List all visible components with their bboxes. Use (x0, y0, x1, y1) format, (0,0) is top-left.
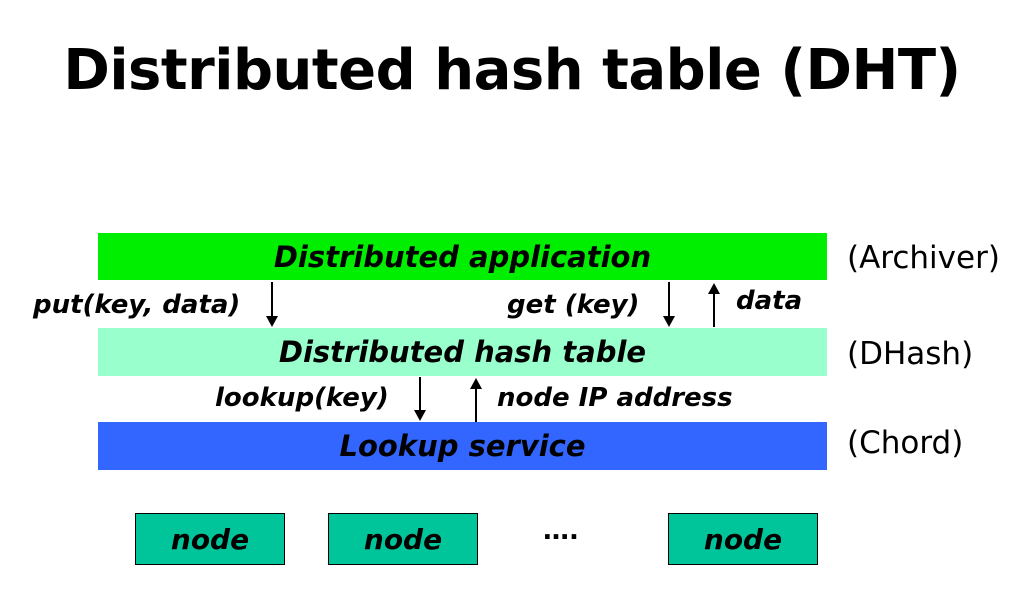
page-title: Distributed hash table (DHT) (63, 38, 961, 103)
get-call-label: get (key) (507, 290, 640, 320)
lookup-down-arrow (414, 377, 426, 421)
layer-distributed-hash-table: Distributed hash table (98, 328, 827, 376)
ellipsis: …. (543, 516, 579, 546)
layer-label: Distributed application (273, 239, 652, 274)
node-box: node (328, 513, 478, 565)
layer-distributed-application: Distributed application (98, 233, 827, 280)
layer-note-archiver: (Archiver) (847, 240, 1000, 276)
node-ip-up-arrow (470, 378, 482, 422)
node-box: node (135, 513, 285, 565)
put-down-arrow (266, 282, 278, 327)
layer-note-dhash: (DHash) (847, 336, 974, 372)
lookup-call-label: lookup(key) (215, 383, 389, 413)
node-box: node (668, 513, 818, 565)
layer-note-chord: (Chord) (847, 425, 964, 461)
data-return-label: data (736, 286, 803, 316)
layer-lookup-service: Lookup service (98, 422, 827, 470)
get-down-arrow (663, 282, 675, 327)
data-up-arrow (708, 283, 720, 327)
node-ip-return-label: node IP address (497, 383, 733, 413)
layer-label: Lookup service (339, 429, 586, 463)
layer-label: Distributed hash table (278, 335, 647, 369)
put-call-label: put(key, data) (33, 290, 241, 320)
